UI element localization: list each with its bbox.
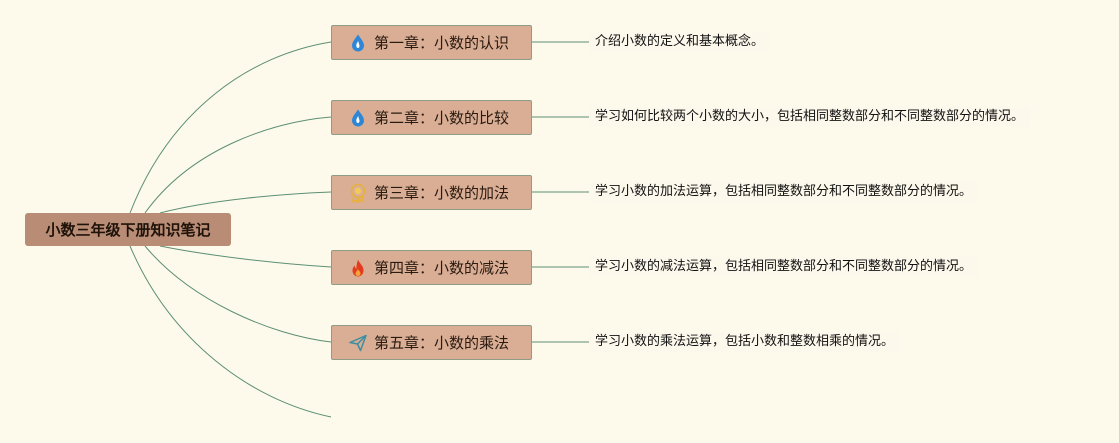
chapter-title: 第五章：小数的乘法	[374, 334, 510, 352]
chapter-node-5[interactable]: 第五章：小数的乘法	[331, 325, 532, 360]
award-medal-icon	[348, 183, 368, 203]
chapter-node-3[interactable]: 第三章：小数的加法	[331, 175, 532, 210]
water-drop-icon	[348, 33, 368, 53]
root-topic-node[interactable]: 小数三年级下册知识笔记	[25, 213, 231, 246]
connector-branch-1	[129, 41, 332, 214]
fire-icon	[348, 258, 368, 278]
chapter-node-2[interactable]: 第二章：小数的比较	[331, 100, 532, 135]
connector-branch-3	[159, 191, 332, 214]
chapter-node-1[interactable]: 第一章：小数的认识	[331, 25, 532, 60]
chapter-title: 第一章：小数的认识	[374, 34, 510, 52]
connector-branch-2	[144, 116, 332, 214]
root-topic-label: 小数三年级下册知识笔记	[45, 221, 211, 239]
paper-plane-icon	[348, 333, 368, 353]
chapter-description-3: 学习小数的加法运算，包括相同整数部分和不同整数部分的情况。	[589, 182, 979, 202]
chapter-title: 第四章：小数的减法	[374, 259, 510, 277]
chapter-description-1: 介绍小数的定义和基本概念。	[589, 32, 771, 52]
connector-branch-4	[159, 245, 332, 268]
chapter-title: 第二章：小数的比较	[374, 109, 510, 127]
chapter-title: 第三章：小数的加法	[374, 184, 510, 202]
water-drop-icon	[348, 108, 368, 128]
connector-branch-5	[144, 245, 332, 343]
chapter-description-2: 学习如何比较两个小数的大小，包括相同整数部分和不同整数部分的情况。	[589, 107, 1031, 127]
chapter-node-4[interactable]: 第四章：小数的减法	[331, 250, 532, 285]
connector-branch-extra	[129, 245, 332, 418]
chapter-description-5: 学习小数的乘法运算，包括小数和整数相乘的情况。	[589, 332, 901, 352]
chapter-description-4: 学习小数的减法运算，包括相同整数部分和不同整数部分的情况。	[589, 257, 979, 277]
